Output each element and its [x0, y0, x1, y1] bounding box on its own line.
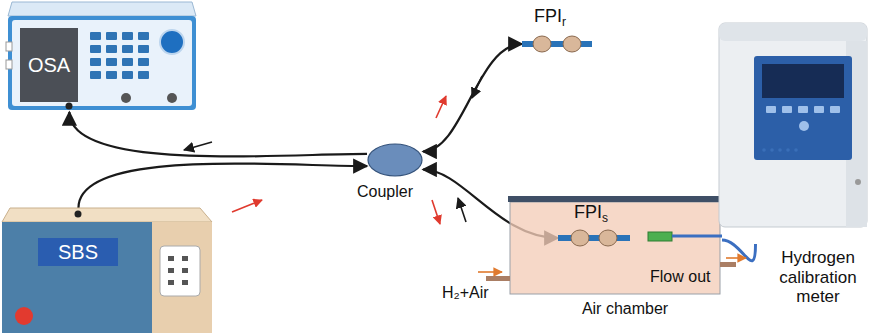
subscript-label: s [602, 211, 608, 225]
osa-instrument: OSA [6, 2, 198, 112]
hydrogen-meter-art [718, 22, 868, 244]
flow-label: H₂+Air [442, 284, 489, 302]
fiber-coupler-art [367, 143, 423, 177]
light-direction-arrow [472, 76, 482, 98]
flow-label: Flow out [650, 268, 710, 286]
node-label: Coupler [337, 183, 433, 201]
sbs-light-source: SBS [0, 208, 212, 333]
node-label: OSA [20, 28, 78, 102]
fpi-sensor-art [558, 230, 630, 246]
light-direction-arrow [432, 200, 440, 224]
node-label: FPI [574, 202, 602, 222]
light-direction-arrow [436, 96, 446, 118]
node-label: SBS [38, 238, 118, 266]
node-label: FPIr [534, 6, 566, 29]
fiber-coupler: Coupler [367, 143, 423, 177]
light-direction-arrow [458, 198, 466, 222]
optical-fiber [69, 112, 367, 156]
optical-fiber [78, 164, 367, 208]
sbs-light-source-art [0, 208, 212, 333]
light-direction-arrow [232, 200, 262, 212]
light-direction-arrow [184, 142, 212, 150]
optical-fiber [423, 44, 522, 152]
hydrogen-meter: Hydrogen calibration meter [718, 22, 868, 244]
node-label: FPI [534, 6, 562, 26]
node-label: FPIs [574, 202, 608, 225]
fpi-reference: FPIr [522, 36, 592, 52]
fpi-sensor: FPIs [558, 230, 630, 246]
node-label: Air chamber [560, 300, 690, 318]
signal-cable [722, 240, 756, 261]
node-label: Hydrogen calibration meter [770, 248, 866, 307]
subscript-label: r [562, 15, 566, 29]
fpi-reference-art [522, 36, 592, 52]
